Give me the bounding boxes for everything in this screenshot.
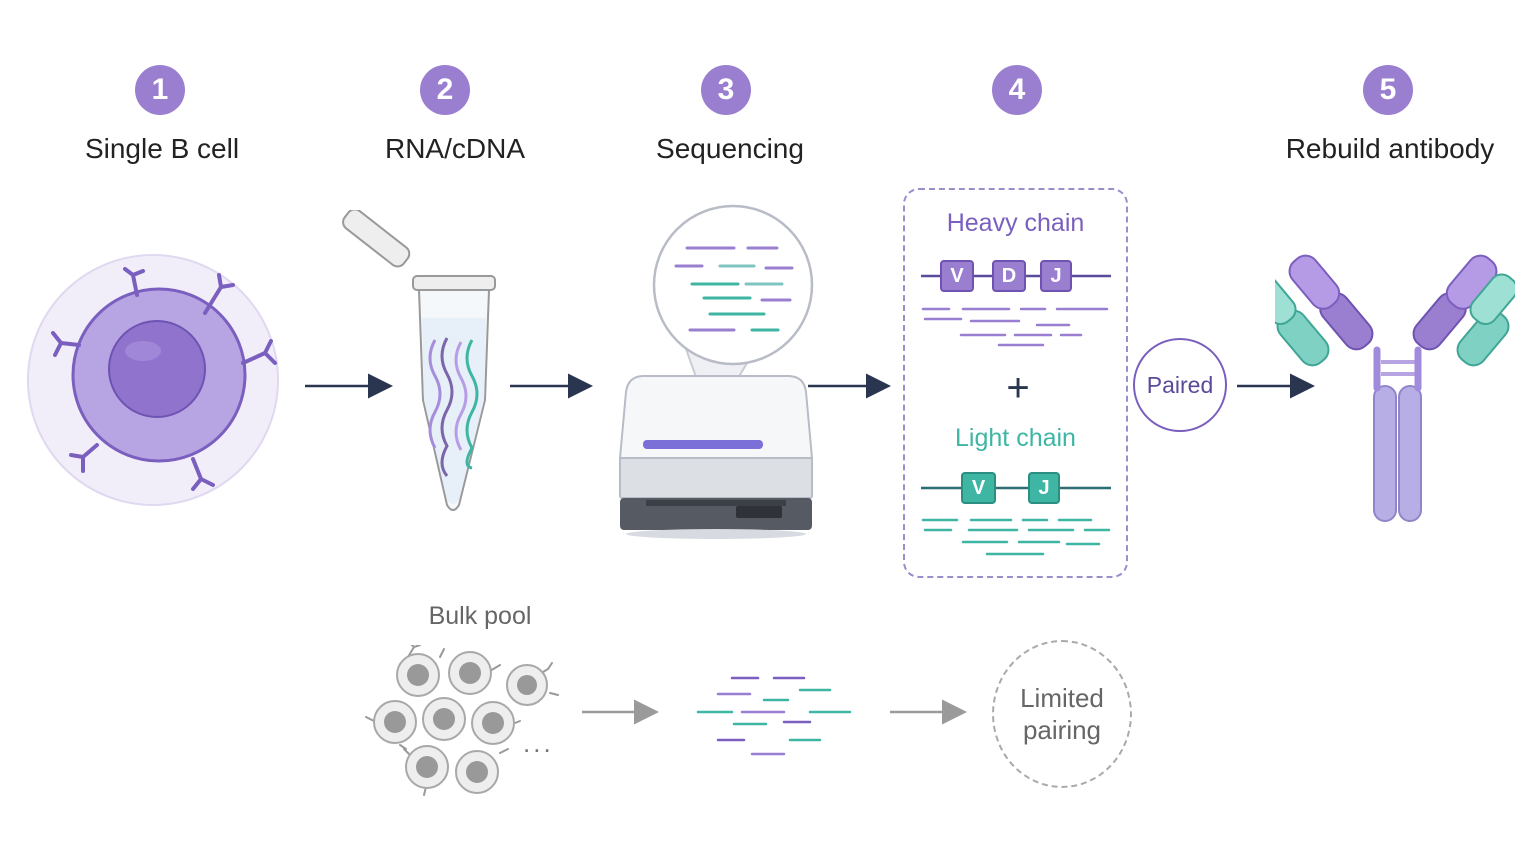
- limited-pairing-label: Limited pairing: [1020, 683, 1104, 745]
- bulk-cells-icon: [365, 645, 559, 796]
- step-5-badge: 5: [1363, 65, 1413, 115]
- bulk-cell: [471, 701, 515, 745]
- b-cell-icon: [27, 254, 279, 506]
- reads-icon: [696, 676, 852, 756]
- tube-icon: [342, 210, 496, 511]
- antibody-icon: [1275, 254, 1515, 522]
- light-chain-title: Light chain: [955, 424, 1076, 452]
- bulk-cell: [405, 745, 449, 789]
- step-2-badge: 2: [420, 65, 470, 115]
- bulk-cell: [455, 750, 499, 794]
- bulk-cell: [506, 664, 548, 706]
- heavy-v-segment: V: [950, 264, 964, 287]
- heavy-d-segment: D: [1001, 264, 1017, 287]
- step-5-title: Rebuild antibody: [1285, 133, 1495, 164]
- step-4-badge: 4: [992, 65, 1042, 115]
- paired-badge: Paired: [1133, 338, 1227, 432]
- light-v-segment: V: [971, 476, 986, 499]
- heavy-chain-title: Heavy chain: [946, 209, 1085, 237]
- heavy-j-segment: J: [1050, 264, 1062, 287]
- sequencer-icon: [618, 204, 814, 539]
- bulk-pool-title: Bulk pool: [428, 602, 532, 630]
- bulk-cell: [448, 651, 492, 695]
- chains-panel: [903, 188, 1128, 578]
- step-1-title: Single B cell: [84, 133, 240, 164]
- step-2-title: RNA/cDNA: [384, 133, 525, 164]
- light-j-segment: J: [1038, 476, 1050, 499]
- step-1-badge: 1: [135, 65, 185, 115]
- bulk-cell: [373, 700, 417, 744]
- limited-pairing-circle: [992, 640, 1132, 788]
- bulk-cell: [396, 653, 440, 697]
- step-3-badge: 3: [701, 65, 751, 115]
- heavy-chain-diagram: [921, 260, 1111, 347]
- step-3-title: Sequencing: [656, 133, 804, 164]
- light-chain-diagram: [921, 472, 1111, 556]
- plus-sign: +: [1006, 366, 1030, 410]
- bulk-cell: [422, 697, 466, 741]
- bulk-ellipsis: ...: [523, 728, 554, 758]
